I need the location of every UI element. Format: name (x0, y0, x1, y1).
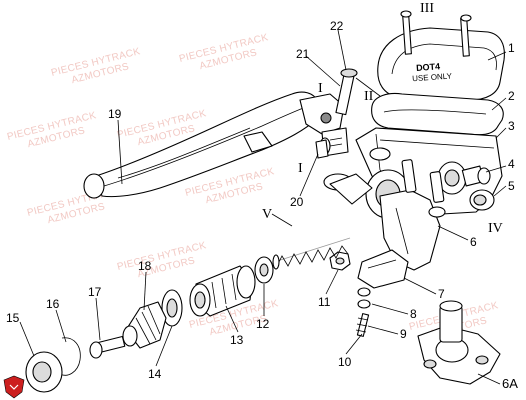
callout-14: 14 (148, 367, 162, 381)
callout-19: 19 (108, 107, 122, 121)
return-spring (272, 237, 351, 270)
circlip (59, 337, 81, 376)
mark-V: V (262, 207, 272, 222)
callout-15: 15 (6, 311, 20, 325)
brand-logo (3, 375, 25, 399)
rubber-plug (469, 189, 495, 211)
push-rod (89, 335, 126, 359)
callout-13: 13 (230, 333, 244, 347)
callout-6: 6 (470, 235, 477, 249)
mark-I-top: I (318, 81, 323, 96)
separate-clamp (417, 300, 501, 385)
reservoir-cap: DOT4 USE ONLY (377, 10, 505, 101)
callout-11: 11 (318, 295, 331, 309)
cap-text-line2: USE ONLY (412, 71, 453, 83)
callout-8: 8 (410, 307, 417, 321)
callout-7: 7 (438, 287, 445, 301)
callout-9: 9 (400, 327, 407, 341)
diaphragm (371, 92, 504, 136)
roman-marks: III II I I IV V (262, 1, 503, 236)
callout-10: 10 (338, 355, 352, 369)
dust-cover (25, 351, 63, 393)
piston-seal (161, 289, 183, 327)
callout-2: 2 (508, 89, 515, 103)
callout-20: 20 (290, 195, 304, 209)
callout-5: 5 (508, 179, 515, 193)
mark-III: III (420, 1, 434, 16)
callout-17: 17 (88, 285, 102, 299)
callout-4: 4 (508, 157, 515, 171)
callout-6a: 6A (502, 376, 518, 391)
watermark: PIECES HYTRACK AZMOTORS (178, 32, 269, 72)
watermark: PIECES HYTRACK AZMOTORS (50, 46, 141, 86)
callout-12: 12 (256, 317, 270, 331)
callout-1: 1 (508, 41, 515, 55)
pivot-assembly (315, 68, 358, 159)
nut (329, 251, 351, 271)
clamp-bolt (355, 313, 370, 337)
piston-assembly (189, 265, 256, 317)
leader-lines (19, 29, 507, 385)
mark-I-mid: I (298, 161, 303, 176)
callout-labels: 1 2 3 4 5 6 6A 7 8 9 10 11 12 13 14 15 1… (6, 19, 518, 391)
washer (357, 287, 371, 309)
callout-16: 16 (46, 297, 60, 311)
brake-lever (83, 91, 345, 199)
callout-21: 21 (296, 47, 310, 61)
mark-IV: IV (488, 221, 503, 236)
callout-3: 3 (508, 119, 515, 133)
callout-18: 18 (138, 259, 152, 273)
watermark: PIECES HYTRACK AZMOTORS (6, 110, 97, 150)
mirror-mount (357, 249, 409, 289)
bleed-screw (461, 165, 491, 187)
callout-22: 22 (330, 19, 344, 33)
watermark: PIECES HYTRACK AZMOTORS (116, 240, 207, 280)
cap-text-line1: DOT4 (416, 61, 441, 73)
master-cylinder-body (323, 127, 503, 271)
piston-washer (254, 256, 274, 284)
mark-II: II (364, 89, 374, 104)
dust-boot (122, 301, 167, 349)
